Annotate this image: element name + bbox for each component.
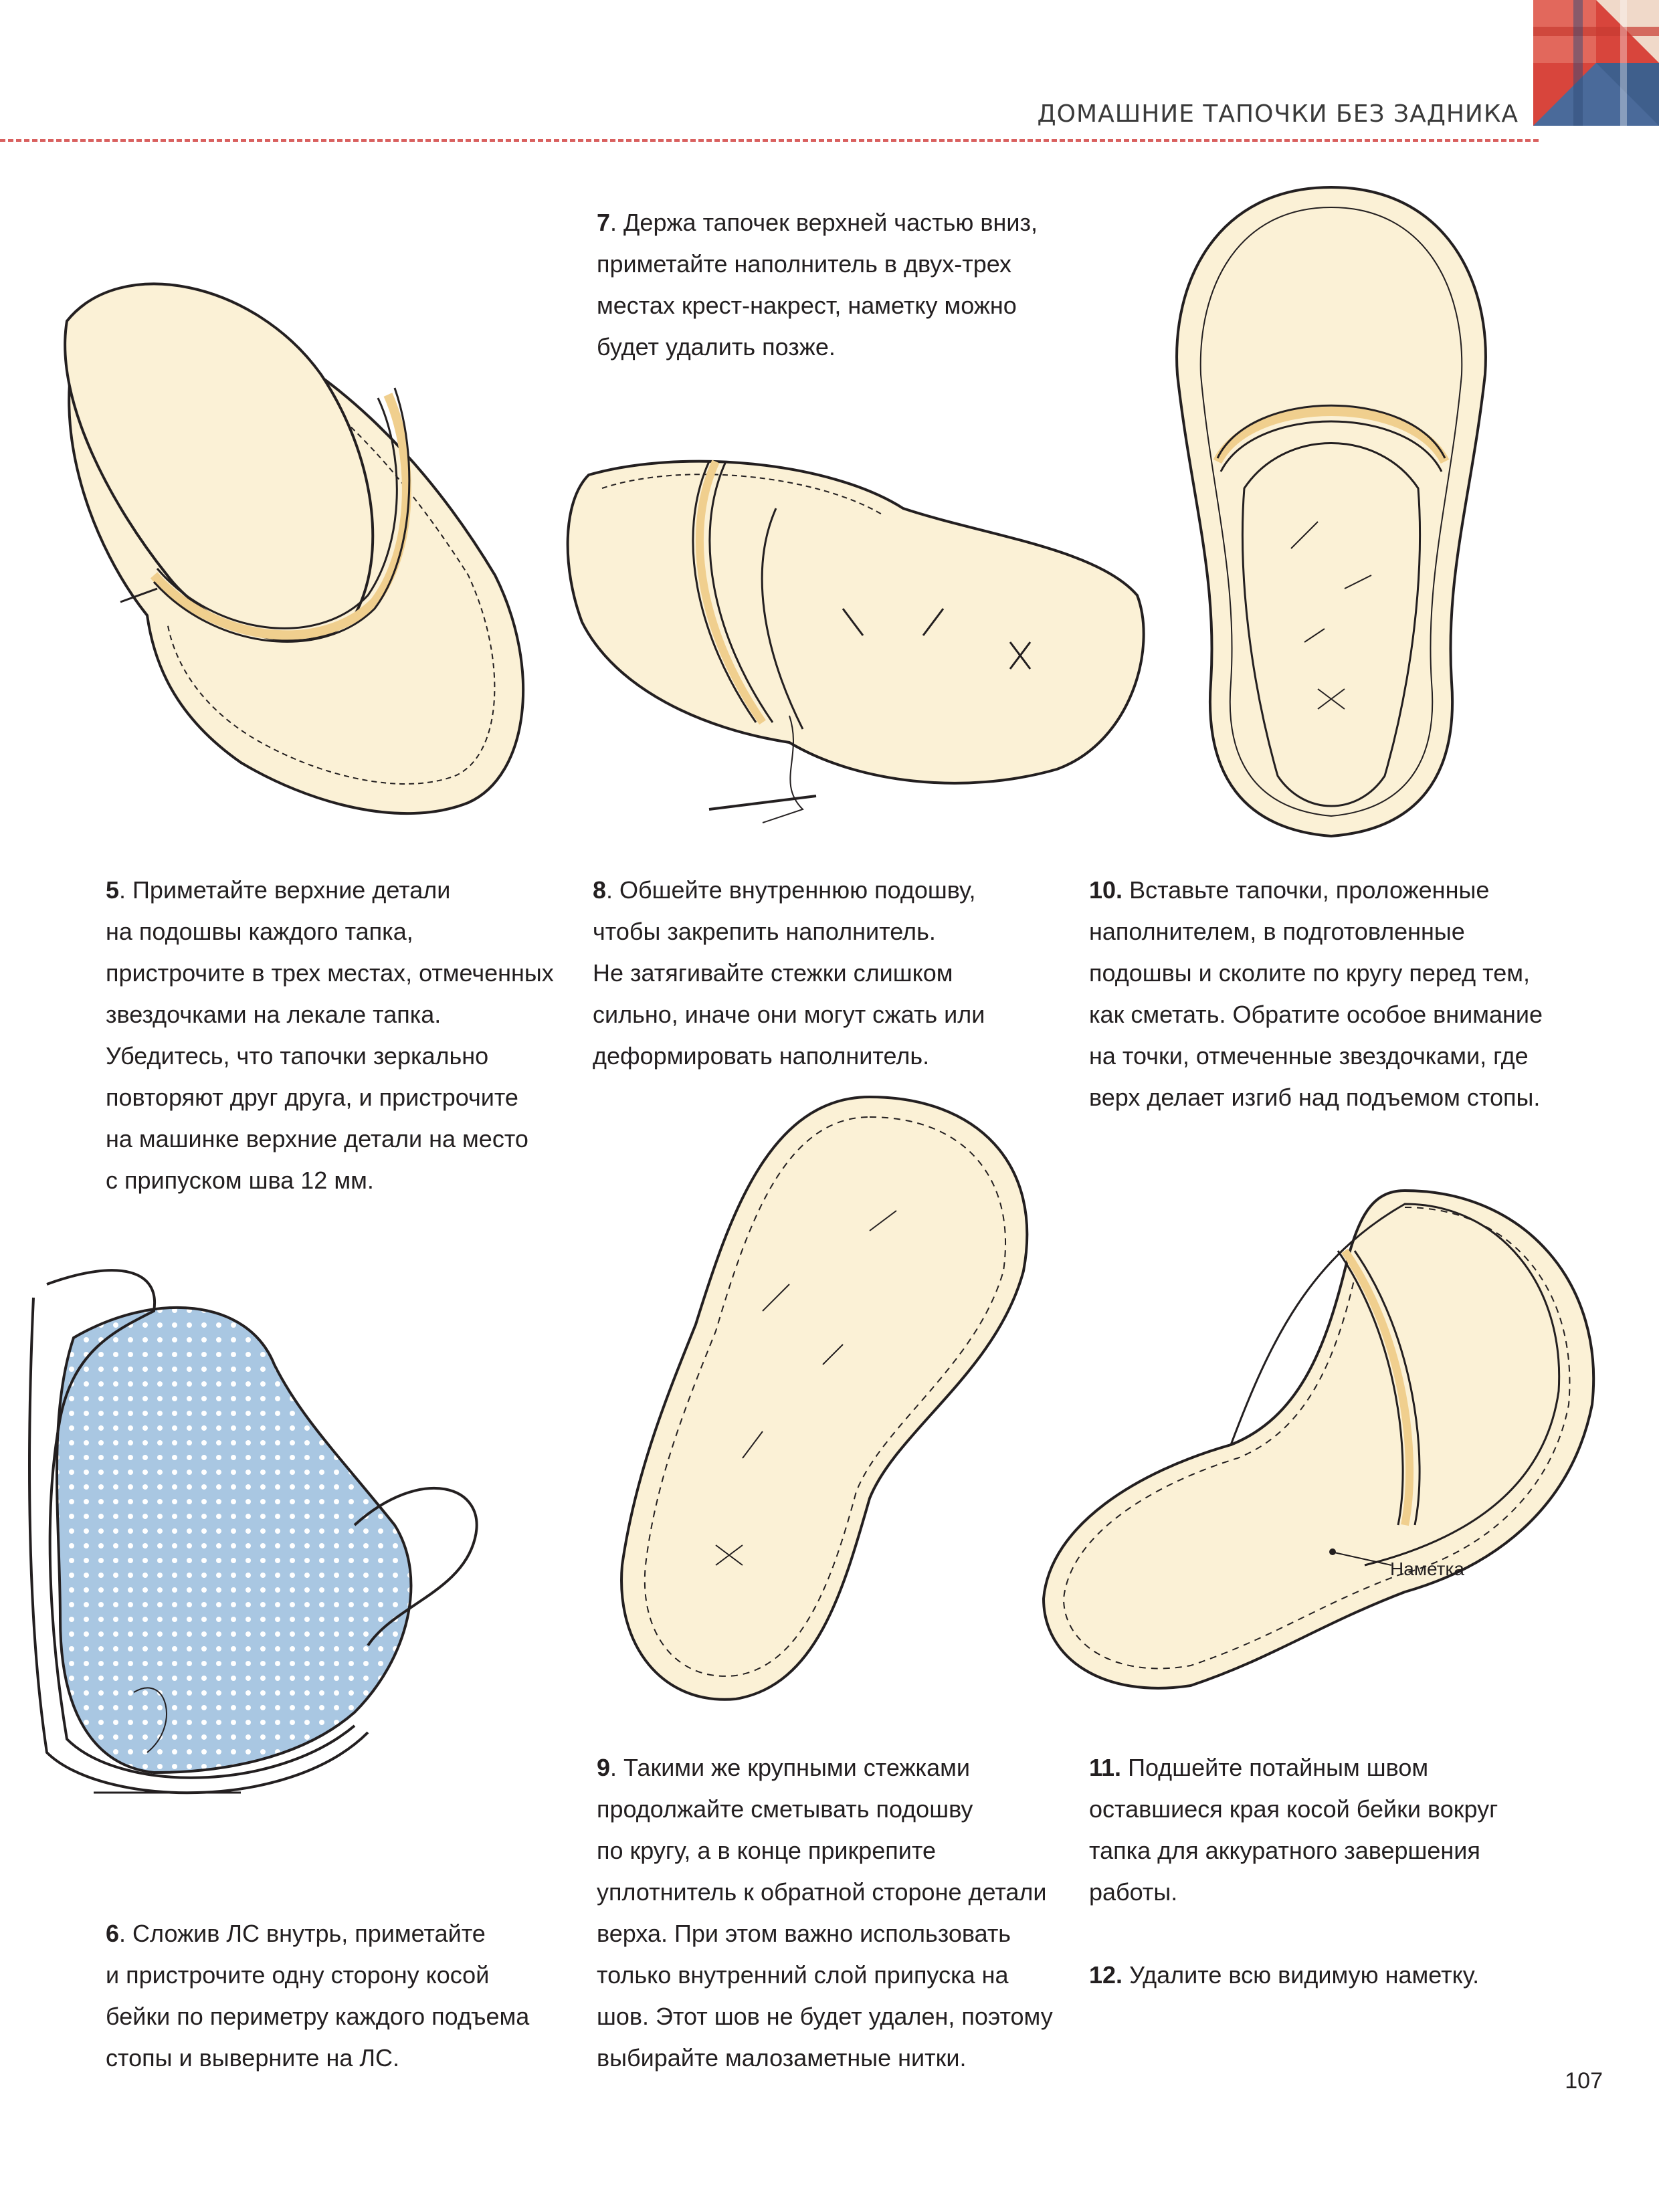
step-line: наполнителем, в подготовленные <box>1089 918 1465 945</box>
step-line: продолжайте сметывать подошву <box>597 1795 973 1823</box>
step-number: 6 <box>106 1920 120 1947</box>
step-line: стопы и выверните на ЛС. <box>106 2044 399 2072</box>
step-12: 12. Удалите всю видимую наметку. <box>1089 1954 1498 1996</box>
step-line: Убедитесь, что тапочки зеркально <box>106 1042 489 1070</box>
figure-step-11-slipper <box>1042 1189 1595 1690</box>
step-6: 6. Сложив ЛС внутрь, приметайте и пристр… <box>106 1913 529 2079</box>
step-line: Сложив ЛС внутрь, приметайте <box>132 1920 486 1947</box>
step-line: Удалите всю видимую наметку. <box>1129 1961 1480 1989</box>
step-number: 10. <box>1089 876 1123 904</box>
step-line: сильно, иначе они могут сжать или <box>593 1001 985 1028</box>
step-line: пристрочите в трех местах, отмеченных <box>106 959 554 987</box>
plaid-fabric-swatch <box>1533 0 1659 126</box>
step-line: выбирайте малозаметные нитки. <box>597 2044 967 2072</box>
step-line: с припуском шва 12 мм. <box>106 1167 374 1194</box>
step-line: по кругу, а в конце прикрепите <box>597 1837 936 1864</box>
step-line: Обшейте внутреннюю подошву, <box>619 876 976 904</box>
step-line: и пристрочите одну сторону косой <box>106 1961 490 1989</box>
step-line: только внутренний слой припуска на <box>597 1961 1009 1989</box>
figure-step-6-binding <box>28 1269 478 1795</box>
step-line: будет удалить позже. <box>597 333 836 361</box>
figure-step-9-sole <box>620 1095 1029 1701</box>
running-header: ДОМАШНИЕ ТАПОЧКИ БЕЗ ЗАДНИКА <box>1037 100 1519 128</box>
step-5: 5. Приметайте верхние детали на подошвы … <box>106 870 554 1201</box>
step-line: верха. При этом важно использовать <box>597 1920 1011 1947</box>
step-line: работы. <box>1089 1878 1178 1906</box>
step-line: шов. Этот шов не будет удален, поэтому <box>597 2003 1053 2030</box>
step-line: Приметайте верхние детали <box>132 876 451 904</box>
step-line: на подошвы каждого тапка, <box>106 918 413 945</box>
figure-step-7-slipper <box>566 460 1145 823</box>
header-divider <box>0 139 1539 142</box>
step-line: бейки по периметру каждого подъема <box>106 2003 530 2030</box>
step-number: 12. <box>1089 1961 1123 1989</box>
step-8: 8. Обшейте внутреннюю подошву, чтобы зак… <box>593 870 985 1077</box>
step-line: Не затягивайте стежки слишком <box>593 959 953 987</box>
step-number: 11. <box>1089 1754 1122 1781</box>
step-line: Вставьте тапочки, проложенные <box>1129 876 1490 904</box>
figure-step-5-slipper <box>64 282 524 815</box>
page-number: 107 <box>1565 2068 1603 2094</box>
step-line: уплотнитель к обратной стороне детали <box>597 1878 1047 1906</box>
step-line: чтобы закрепить наполнитель. <box>593 918 936 945</box>
step-line: повторяют друг друга, и пристрочите <box>106 1084 518 1111</box>
step-line: Подшейте потайным швом <box>1128 1754 1429 1781</box>
step-line: подошвы и сколите по кругу перед тем, <box>1089 959 1531 987</box>
step-line: местах крест-накрест, наметку можно <box>597 292 1017 319</box>
basting-label: Наметка <box>1390 1559 1464 1579</box>
step-11: 11. Подшейте потайным швом оставшиеся кр… <box>1089 1747 1498 1996</box>
step-line: Такими же крупными стежками <box>623 1754 970 1781</box>
step-line: как сметать. Обратите особое внимание <box>1089 1001 1543 1028</box>
step-9: 9. Такими же крупными стежками продолжай… <box>597 1747 1053 2079</box>
step-line: на машинке верхние детали на место <box>106 1125 528 1152</box>
step-line: приметайте наполнитель в двух-трех <box>597 250 1012 278</box>
step-7: 7. Держа тапочек верхней частью вниз, пр… <box>597 202 1038 368</box>
step-number: 8 <box>593 876 607 904</box>
step-10: 10. Вставьте тапочки, проложенные наполн… <box>1089 870 1543 1118</box>
step-number: 5 <box>106 876 120 904</box>
step-line: оставшиеся края косой бейки вокруг <box>1089 1795 1498 1823</box>
step-line: деформировать наполнитель. <box>593 1042 930 1070</box>
figure-step-10-slipper <box>1175 185 1487 838</box>
step-line: звездочками на лекале тапка. <box>106 1001 442 1028</box>
step-line: верх делает изгиб над подъемом стопы. <box>1089 1084 1541 1111</box>
step-line: на точки, отмеченные звездочками, где <box>1089 1042 1529 1070</box>
step-line: тапка для аккуратного завершения <box>1089 1837 1480 1864</box>
step-line: Держа тапочек верхней частью вниз, <box>623 209 1038 236</box>
step-number: 7 <box>597 209 611 236</box>
step-number: 9 <box>597 1754 611 1781</box>
